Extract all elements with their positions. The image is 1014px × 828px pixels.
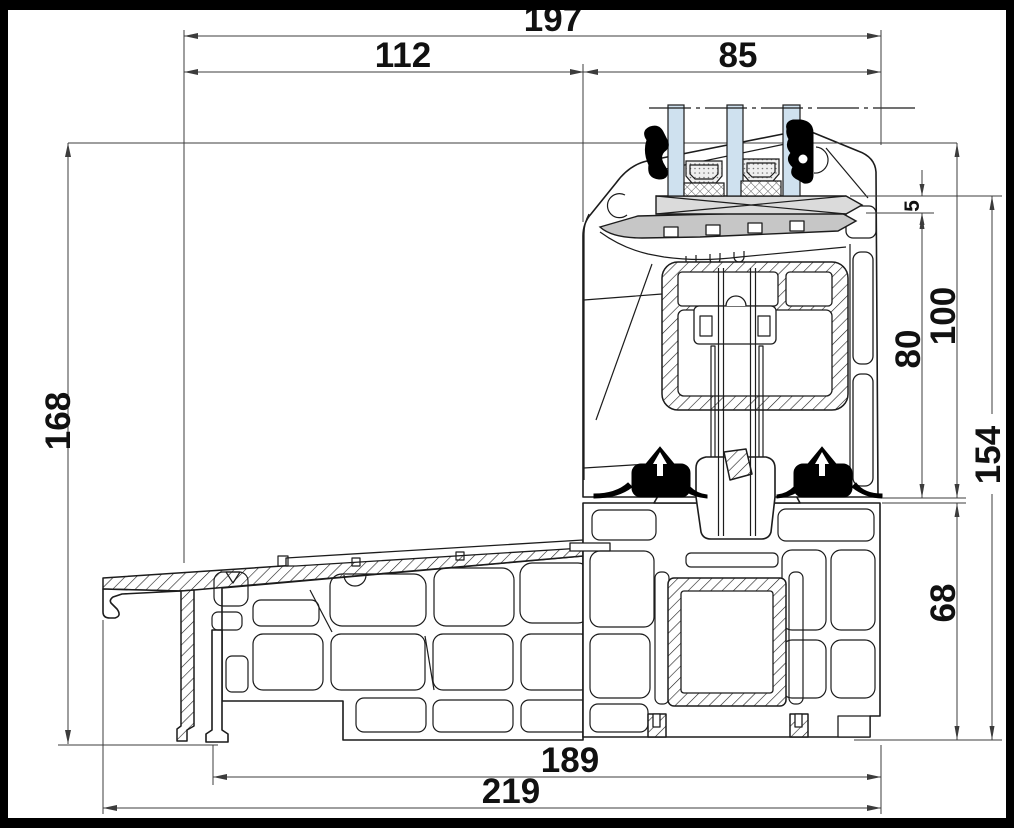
frame-bottom-gasket-left (593, 446, 708, 499)
dim-label-100: 100 (924, 287, 963, 345)
sealant-1 (683, 182, 725, 197)
sill-left-wall (176, 589, 195, 742)
glazing-gasket-left (644, 125, 669, 180)
spacer-bar-1 (685, 160, 723, 184)
sill-drip-nose (102, 588, 182, 619)
frame-bottom-gasket-right (776, 446, 883, 499)
hardware-rails (717, 268, 757, 536)
dim-label-80: 80 (889, 330, 928, 369)
dim-label-112: 112 (375, 36, 431, 75)
dimension-layer: 197 112 85 168 5 80 100 68 154 (39, 0, 1008, 814)
dim-label-5: 5 (901, 200, 924, 212)
hardware-block (693, 305, 777, 345)
sill-joint-slot (569, 542, 611, 552)
gasket-clip-left (606, 193, 628, 219)
dim-label-85: 85 (719, 36, 758, 75)
glass-pane-1 (667, 104, 685, 197)
dim-label-189: 189 (541, 741, 599, 780)
sill-bottom-recess (837, 715, 871, 738)
gasket-clip-right (813, 146, 829, 174)
dim-label-168: 168 (39, 392, 78, 450)
glass-pane-2 (726, 104, 744, 197)
gaskets (593, 119, 883, 499)
glazing-gasket-right (786, 119, 814, 184)
frame-tongue (695, 268, 776, 540)
dim-label-154: 154 (969, 425, 1008, 484)
dim-label-68: 68 (924, 584, 963, 623)
spacer-bar-2 (742, 158, 780, 182)
frame-profile (68, 130, 957, 498)
sub-sill-profile (102, 539, 592, 743)
glazing-support (598, 195, 864, 239)
sealant-2 (740, 180, 782, 197)
dim-label-219: 219 (482, 772, 540, 811)
